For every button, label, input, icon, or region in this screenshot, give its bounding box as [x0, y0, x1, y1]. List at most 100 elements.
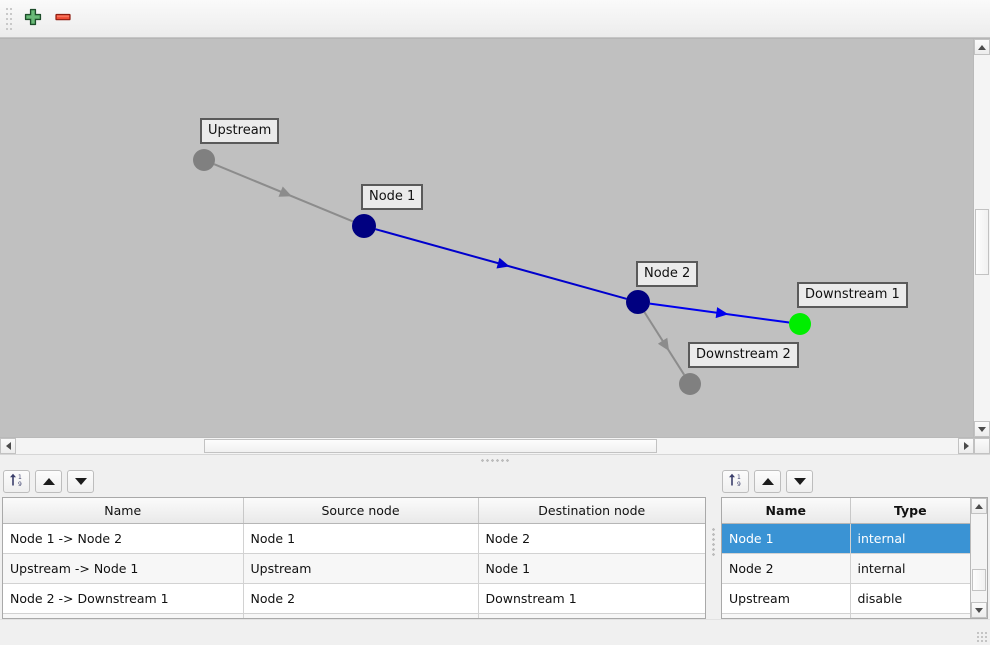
nodes-toolbar: 1 9: [719, 465, 990, 497]
svg-text:9: 9: [18, 481, 22, 488]
nodes-cell-type[interactable]: disable: [850, 583, 970, 614]
svg-text:9: 9: [737, 481, 741, 488]
edges-cell-destination[interactable]: Node 1: [478, 553, 705, 584]
scroll-corner: [974, 438, 990, 454]
nodes-panel: 1 9: [719, 465, 990, 619]
scroll-right-button[interactable]: [958, 438, 974, 454]
splitter-grip: [712, 527, 715, 557]
edges-table-scrollarea[interactable]: Name Source node Destination node Node 1…: [3, 498, 705, 618]
edges-panel: 1 9: [0, 465, 708, 619]
edges-toolbar: 1 9: [0, 465, 708, 497]
move-up-icon: [761, 477, 774, 485]
nodes-column-header-type[interactable]: Type: [850, 498, 970, 524]
graph-node-node1[interactable]: [352, 214, 376, 238]
scroll-up-button[interactable]: [971, 498, 987, 514]
graph-node-label-downstream1[interactable]: Downstream 1: [797, 282, 908, 308]
nodes-cell-type[interactable]: downstream: [850, 613, 970, 618]
scroll-down-button[interactable]: [971, 602, 987, 618]
edges-column-header-destination[interactable]: Destination node: [478, 498, 705, 524]
nodes-move-up-button[interactable]: [754, 469, 781, 493]
chevron-up-icon: [978, 44, 986, 50]
nodes-table-row[interactable]: Downstream 1downstream: [722, 613, 970, 618]
graph-node-label-node1[interactable]: Node 1: [361, 184, 424, 210]
graph-vscroll-thumb[interactable]: [975, 208, 989, 275]
svg-text:1: 1: [737, 474, 741, 481]
graph-node-downstream2[interactable]: [679, 373, 701, 395]
scroll-up-button[interactable]: [974, 39, 990, 55]
remove-button[interactable]: [48, 4, 78, 34]
edges-move-down-button[interactable]: [67, 469, 94, 493]
edges-sort-button[interactable]: 1 9: [3, 469, 30, 493]
window-resize-grip[interactable]: [976, 631, 988, 643]
scroll-left-button[interactable]: [0, 438, 16, 454]
graph-node-node2[interactable]: [626, 290, 650, 314]
nodes-move-down-button[interactable]: [786, 469, 813, 493]
edges-cell-source[interactable]: Node 2: [243, 583, 479, 614]
graph-edge-arrowhead: [715, 307, 729, 319]
nodes-table-header-row: Name Type: [722, 498, 970, 524]
edges-cell-source[interactable]: Upstream: [243, 553, 479, 584]
edges-cell-name[interactable]: Node 1 -> Node 2: [3, 523, 244, 554]
vertical-splitter[interactable]: [708, 465, 719, 619]
nodes-cell-name[interactable]: Downstream 1: [722, 613, 851, 618]
move-down-icon: [74, 477, 87, 485]
add-button[interactable]: [18, 4, 48, 34]
edges-cell-source[interactable]: Node 1: [243, 523, 479, 554]
graph-vertical-scrollbar[interactable]: [973, 39, 990, 437]
edges-cell-source[interactable]: Node 2: [243, 613, 479, 618]
move-down-icon: [793, 477, 806, 485]
edges-cell-name[interactable]: Upstream -> Node 1: [3, 553, 244, 584]
graph-edge-arrowhead: [657, 337, 670, 352]
nodes-vscroll-track[interactable]: [971, 514, 987, 602]
graph-node-downstream1[interactable]: [789, 313, 811, 335]
graph-node-label-node2[interactable]: Node 2: [636, 261, 699, 287]
nodes-table-scrollbar[interactable]: [970, 498, 987, 618]
graph-vscroll-track[interactable]: [974, 55, 990, 421]
scroll-down-button[interactable]: [974, 421, 990, 437]
horizontal-splitter[interactable]: [0, 454, 990, 465]
splitter-grip: [480, 458, 510, 462]
graph-hscroll-track[interactable]: [16, 438, 958, 454]
nodes-sort-button[interactable]: 1 9: [722, 469, 749, 493]
edges-cell-destination[interactable]: Downstream 1: [478, 583, 705, 614]
toolbar-drag-handle[interactable]: [4, 7, 12, 30]
edges-cell-destination[interactable]: Downstream 2: [478, 613, 705, 618]
chevron-down-icon: [975, 607, 983, 613]
move-up-icon: [42, 477, 55, 485]
graph-node-label-upstream[interactable]: Upstream: [200, 118, 280, 144]
main-toolbar: [0, 0, 990, 38]
nodes-vscroll-thumb[interactable]: [972, 568, 986, 592]
graph-horizontal-scrollbar[interactable]: [0, 437, 990, 454]
chevron-up-icon: [975, 503, 983, 509]
nodes-cell-type[interactable]: internal: [850, 553, 970, 584]
status-bar: [0, 619, 990, 645]
edges-cell-destination[interactable]: Node 2: [478, 523, 705, 554]
edges-cell-name[interactable]: Node 2 -> Downstream 1: [3, 583, 244, 614]
nodes-column-header-name[interactable]: Name: [722, 498, 851, 524]
svg-text:1: 1: [18, 474, 22, 481]
graph-node-label-downstream2[interactable]: Downstream 2: [688, 342, 799, 368]
add-icon: [23, 7, 43, 30]
edges-cell-name[interactable]: Node 2 -> Downstream 2: [3, 613, 244, 618]
graph-hscroll-thumb[interactable]: [204, 439, 657, 453]
edges-column-header-source[interactable]: Source node: [243, 498, 479, 524]
edges-column-header-name[interactable]: Name: [3, 498, 244, 524]
graph-node-upstream[interactable]: [193, 149, 215, 171]
edges-move-up-button[interactable]: [35, 469, 62, 493]
nodes-cell-name[interactable]: Node 1: [722, 523, 851, 554]
nodes-cell-name[interactable]: Node 2: [722, 553, 851, 584]
nodes-cell-name[interactable]: Upstream: [722, 583, 851, 614]
nodes-cell-type[interactable]: internal: [850, 523, 970, 554]
